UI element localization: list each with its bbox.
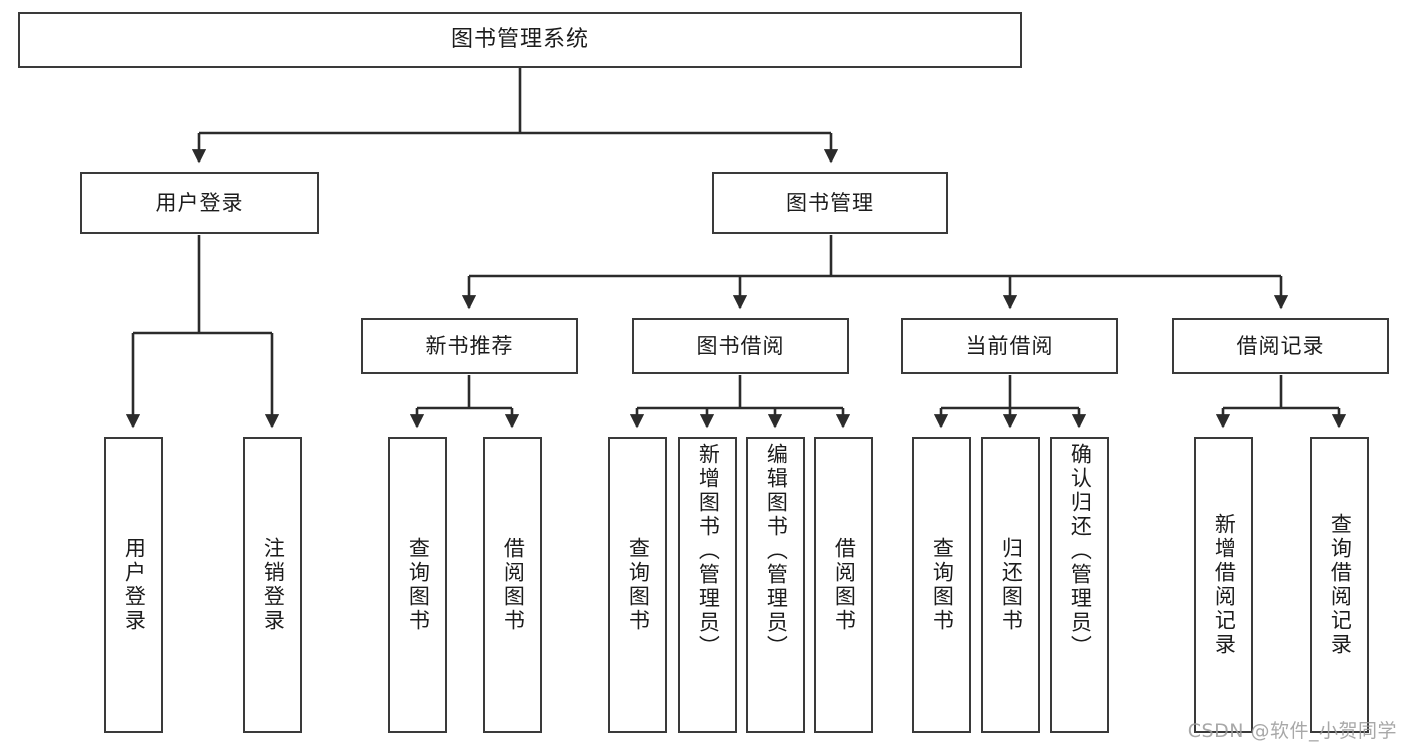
leaf-logout[interactable]: 注销登录: [243, 437, 302, 733]
leaf-query-book-current[interactable]: 查询图书: [912, 437, 971, 733]
node-root-system[interactable]: 图书管理系统: [18, 12, 1022, 68]
leaf-label: 查询图书: [930, 537, 955, 633]
leaf-add-borrow-record[interactable]: 新增借阅记录: [1194, 437, 1253, 733]
node-label: 图书借阅: [696, 333, 785, 358]
leaf-add-book-admin[interactable]: 新增图书（管理员）: [678, 437, 737, 733]
leaf-label: 新增借阅记录: [1212, 513, 1237, 657]
node-label: 借阅记录: [1236, 333, 1325, 358]
watermark-text: CSDN @软件_小贺同学: [1187, 720, 1397, 742]
leaf-label: 查询图书: [626, 537, 651, 633]
node-label: 用户登录: [155, 190, 244, 215]
leaf-label: 借阅图书: [832, 537, 857, 633]
leaf-edit-book-admin[interactable]: 编辑图书（管理员）: [746, 437, 805, 733]
leaf-user-login[interactable]: 用户登录: [104, 437, 163, 733]
leaf-label: 查询借阅记录: [1328, 513, 1353, 657]
leaf-borrow-book-recommend[interactable]: 借阅图书: [483, 437, 542, 733]
leaf-query-book-recommend[interactable]: 查询图书: [388, 437, 447, 733]
node-label: 新书推荐: [425, 333, 514, 358]
node-label: 图书管理系统: [450, 27, 589, 53]
node-book-management[interactable]: 图书管理: [712, 172, 948, 234]
node-current-borrow[interactable]: 当前借阅: [901, 318, 1118, 374]
node-label: 当前借阅: [965, 333, 1054, 358]
leaf-label: 用户登录: [122, 537, 147, 633]
node-label: 图书管理: [786, 190, 874, 215]
leaf-return-book[interactable]: 归还图书: [981, 437, 1040, 733]
node-borrow-record[interactable]: 借阅记录: [1172, 318, 1389, 374]
leaf-query-book-borrow[interactable]: 查询图书: [608, 437, 667, 733]
leaf-confirm-return-admin[interactable]: 确认归还（管理员）: [1050, 437, 1109, 733]
leaf-label: 编辑图书（管理员）: [764, 443, 789, 659]
leaf-label: 借阅图书: [501, 537, 526, 633]
leaf-label: 查询图书: [406, 537, 431, 633]
leaf-borrow-book[interactable]: 借阅图书: [814, 437, 873, 733]
leaf-query-borrow-record[interactable]: 查询借阅记录: [1310, 437, 1369, 733]
node-user-login[interactable]: 用户登录: [80, 172, 319, 234]
node-book-borrow[interactable]: 图书借阅: [632, 318, 849, 374]
leaf-label: 新增图书（管理员）: [696, 443, 721, 659]
node-new-book-recommend[interactable]: 新书推荐: [361, 318, 578, 374]
leaf-label: 确认归还（管理员）: [1068, 443, 1093, 659]
leaf-label: 归还图书: [999, 537, 1024, 633]
leaf-label: 注销登录: [261, 537, 286, 633]
